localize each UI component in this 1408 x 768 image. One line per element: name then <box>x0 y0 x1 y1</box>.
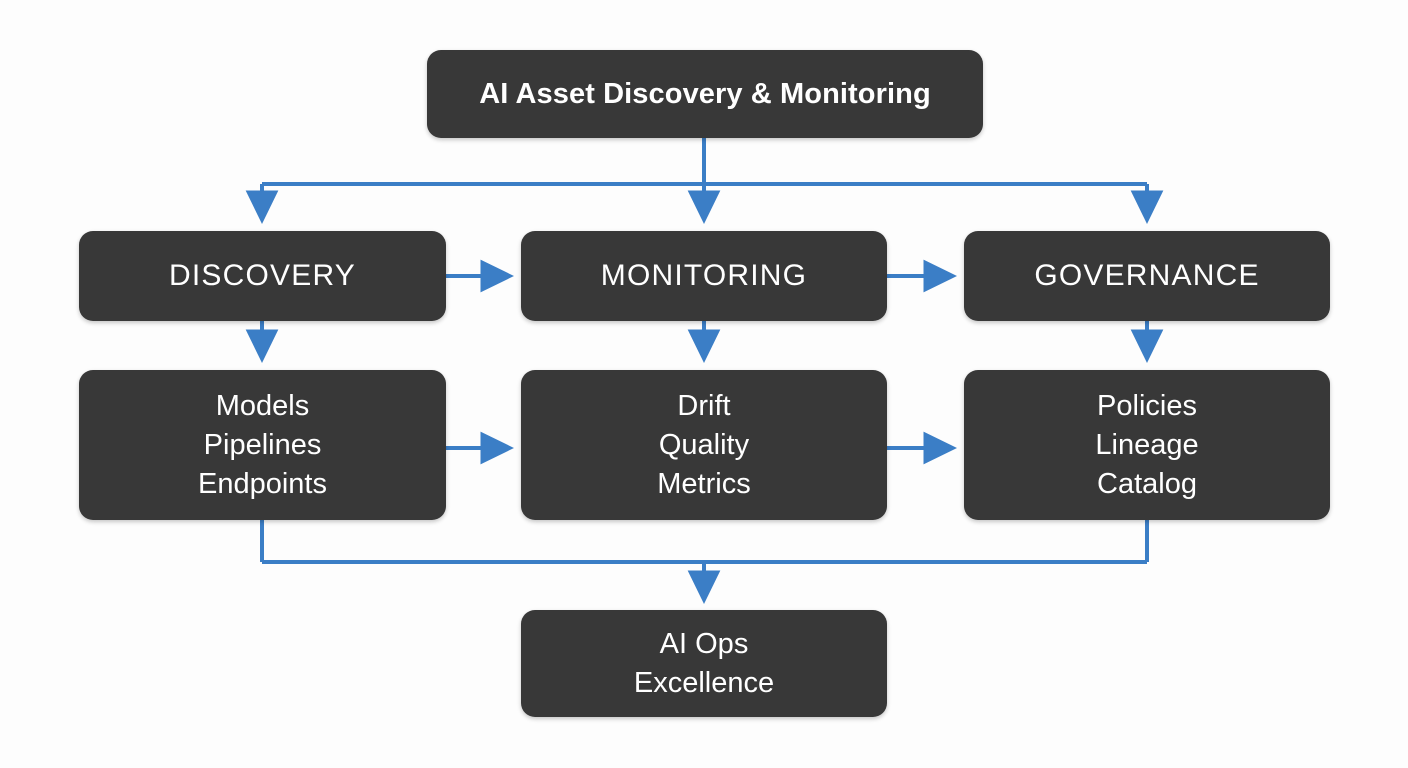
node-discovery-label: DISCOVERY <box>169 259 356 292</box>
node-discovery-assets-line-3: Endpoints <box>198 467 327 500</box>
node-discovery-assets-line-1: Models <box>215 389 310 422</box>
node-discovery-assets-line-2: Pipelines <box>203 428 322 461</box>
node-governance-artifacts[interactable]: Policies Lineage Catalog <box>964 370 1330 520</box>
node-governance-artifacts-line-2: Lineage <box>1095 428 1199 461</box>
node-discovery-assets[interactable]: Models Pipelines Endpoints <box>79 370 446 520</box>
node-monitoring-signals-line-1: Drift <box>677 389 731 422</box>
node-ai-ops-excellence-line-2: Excellence <box>633 666 775 699</box>
node-monitoring-signals-line-3: Metrics <box>657 467 751 500</box>
node-title-line-1: AI Asset Discovery & Monitoring <box>479 77 931 110</box>
node-title[interactable]: AI Asset Discovery & Monitoring <box>427 50 983 138</box>
node-ai-ops-excellence[interactable]: AI Ops Excellence <box>521 610 887 717</box>
node-governance-artifacts-line-1: Policies <box>1097 389 1197 422</box>
node-governance-artifacts-line-3: Catalog <box>1097 467 1197 500</box>
node-governance[interactable]: GOVERNANCE <box>964 231 1330 321</box>
node-ai-ops-excellence-line-1: AI Ops <box>659 627 749 660</box>
node-monitoring-label: MONITORING <box>600 259 808 292</box>
node-monitoring-signals[interactable]: Drift Quality Metrics <box>521 370 887 520</box>
node-monitoring-signals-line-2: Quality <box>658 428 750 461</box>
node-monitoring[interactable]: MONITORING <box>521 231 887 321</box>
node-governance-label: GOVERNANCE <box>1034 259 1260 292</box>
node-discovery[interactable]: DISCOVERY <box>79 231 446 321</box>
